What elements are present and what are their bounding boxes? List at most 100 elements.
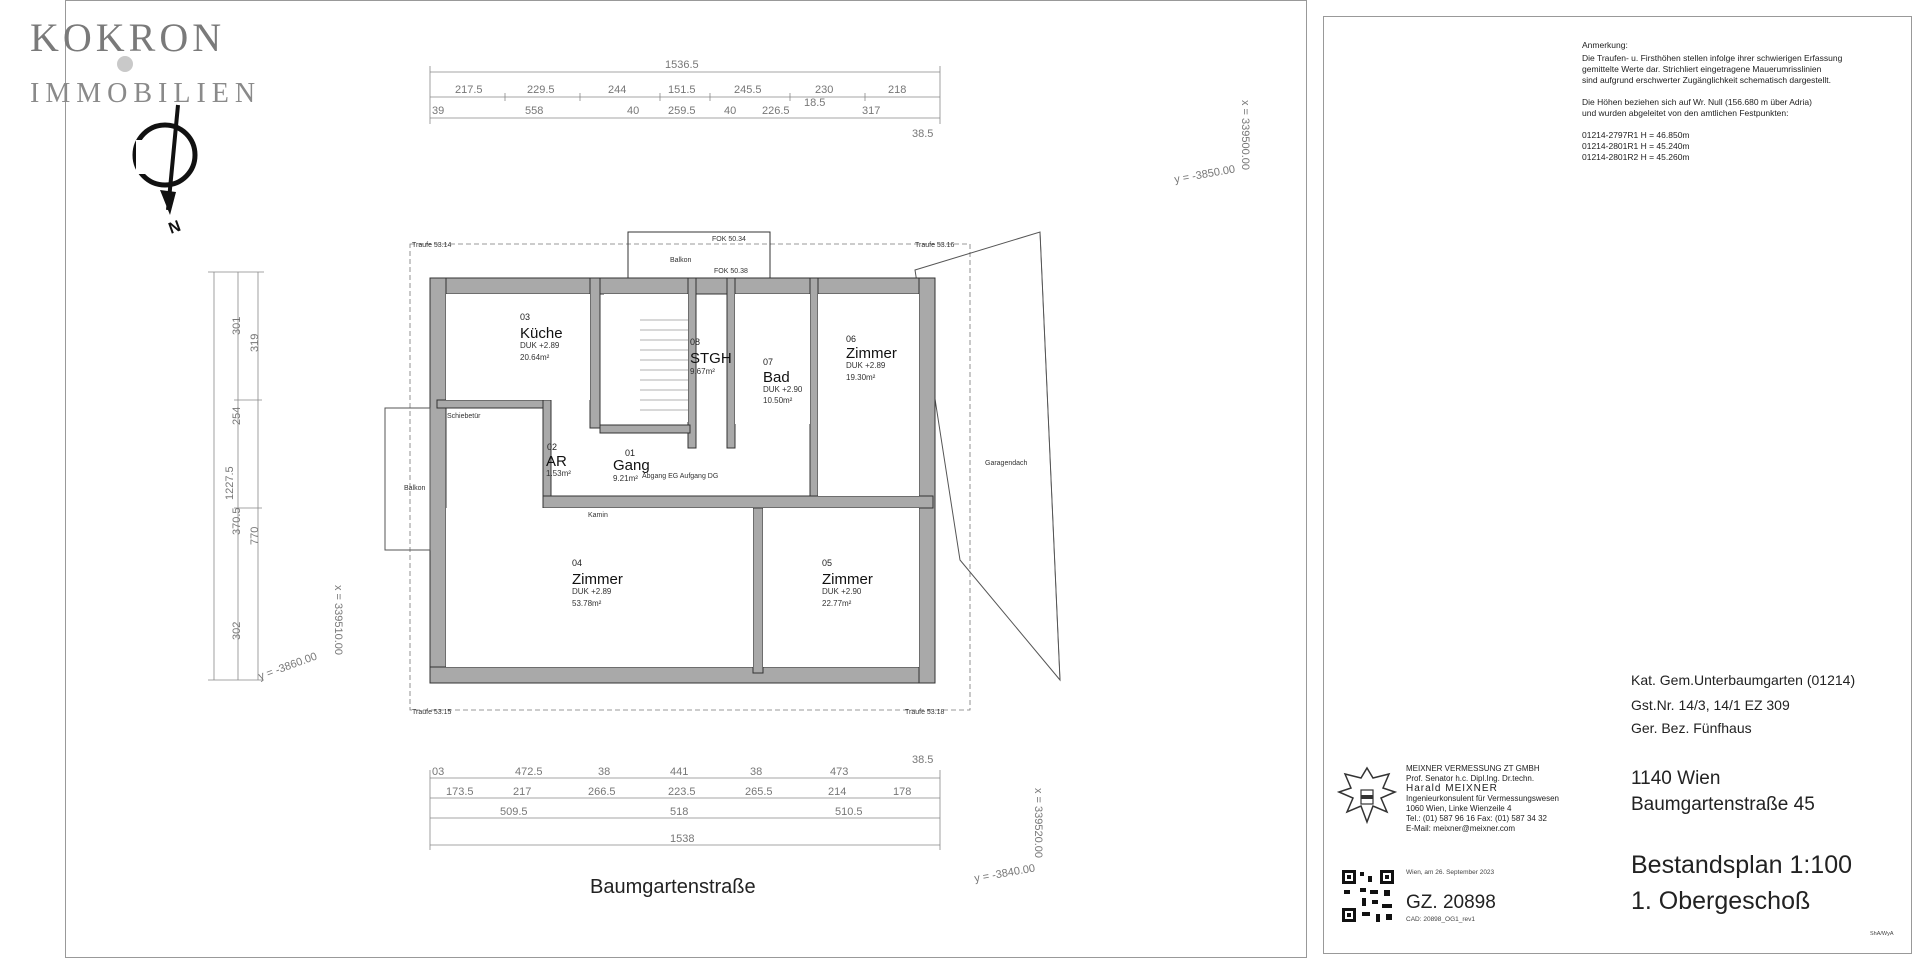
schiebetuer-label: Schiebetür	[447, 413, 481, 420]
logo-emblem	[117, 56, 133, 72]
staircase	[640, 319, 688, 411]
room-08-name: STGH	[690, 350, 732, 367]
room-01-area: 9.21m²	[613, 474, 638, 483]
coord-x-339500: x = 339500.00	[1239, 100, 1251, 170]
dim-top-1: 217.5	[455, 84, 483, 96]
dim-top-overall: 1536.5	[665, 59, 699, 71]
street-label: Baumgartenstraße	[590, 876, 756, 898]
plan-title-line-2: 1. Obergeschoß	[1631, 887, 1811, 915]
room-03-name: Küche	[520, 325, 563, 342]
dim-top-r2-4: 259.5	[668, 105, 696, 117]
dim-top-3: 244	[608, 84, 626, 96]
dim-left-1: 301	[231, 317, 243, 335]
dim-left-6: 302	[231, 622, 243, 640]
balkon-top-label: Balkon	[670, 257, 692, 264]
notes-paragraph-2: Die Höhen beziehen sich auf Wr. Null (15…	[1582, 97, 1812, 118]
qr-code-icon	[1340, 868, 1396, 924]
room-04-duk: DUK +2.89	[572, 587, 612, 596]
cadastre-line-2: Gst.Nr. 14/3, 14/1 EZ 309	[1631, 697, 1790, 713]
notes-paragraph-1: Die Traufen- u. Firsthöhen stellen infol…	[1582, 53, 1843, 85]
dim-top-5: 245.5	[734, 84, 762, 96]
gz-number: GZ. 20898	[1406, 892, 1496, 913]
dim-top-r2-2: 558	[525, 105, 543, 117]
kamin-label: Kamin	[588, 512, 608, 519]
room-04-no: 04	[572, 558, 582, 568]
plan-frame	[65, 0, 1307, 958]
dim-left-overall: 1227.5	[224, 466, 236, 500]
room-07-duk: DUK +2.90	[763, 385, 803, 394]
room-06-no: 06	[846, 334, 856, 344]
date-line: Wien, am 26. September 2023	[1406, 869, 1495, 876]
room-04-area: 53.78m²	[572, 599, 602, 608]
company-logo-title: KOKRON	[30, 15, 226, 60]
dim-bot-r2-4: 223.5	[668, 786, 696, 798]
dim-top-r2-6: 226.5	[762, 105, 790, 117]
bottom-dimensions	[429, 770, 941, 850]
company-logo-subtitle: IMMOBILIEN	[30, 78, 262, 109]
cadastre-line-3: Ger. Bez. Fünfhaus	[1631, 720, 1752, 736]
walls	[429, 277, 936, 684]
room-02-area: 1.53m²	[546, 469, 571, 478]
traufe-bl: Traufe 53.15	[412, 709, 452, 716]
dim-bot-r2-5: 265.5	[745, 786, 773, 798]
cad-file: CAD: 20898_OG1_rev1	[1406, 916, 1476, 923]
surveyor-company: MEIXNER VERMESSUNG ZT GMBH	[1406, 764, 1540, 773]
dim-bot-r3-1: 509.5	[500, 806, 528, 818]
title-block-inner-divider	[1323, 16, 1324, 954]
cadastre-line-1: Kat. Gem.Unterbaumgarten (01214)	[1631, 672, 1856, 688]
room-05-no: 05	[822, 558, 832, 568]
coord-y-3860: y = -3860.00	[257, 651, 319, 683]
surveyor-role: Ingenieurkonsulent für Vermessungswesen	[1406, 794, 1559, 803]
notes-point-2: 01214-2801R1 H = 45.240m	[1582, 141, 1690, 151]
dim-top-r2-1: 39	[432, 105, 444, 117]
traufe-br: Traufe 53.18	[905, 709, 945, 716]
fok-top-label-2: FOK 50.38	[714, 268, 748, 275]
dim-bot-r2-1: 173.5	[446, 786, 474, 798]
surveyor-address: 1060 Wien, Linke Wienzeile 4	[1406, 804, 1512, 813]
room-06-duk: DUK +2.89	[846, 361, 886, 370]
dim-top-6: 230	[815, 84, 833, 96]
room-03-area: 20.64m²	[520, 353, 550, 362]
dim-bot-r1-3: 38	[598, 766, 610, 778]
notes-heading: Anmerkung:	[1582, 40, 1628, 50]
room-01-no: 01	[625, 448, 635, 458]
top-balcony	[627, 231, 771, 279]
room-01-name: Gang	[613, 457, 650, 474]
room-07-area: 10.50m²	[763, 396, 793, 405]
room-06-area: 19.30m²	[846, 373, 876, 382]
room-03-duk: DUK +2.89	[520, 341, 560, 350]
dim-top-2: 229.5	[527, 84, 555, 96]
balkon-left-label: Balkon	[404, 485, 426, 492]
left-balcony	[384, 407, 431, 551]
aufgang-label: Abgang EG Aufgang DG	[642, 473, 718, 480]
coord-y-3850: y = -3850.00	[1173, 163, 1236, 185]
north-label: N	[166, 218, 183, 238]
room-02-no: 02	[547, 442, 557, 452]
dim-bot-r3-3: 510.5	[835, 806, 863, 818]
dim-top-r2-3: 40	[627, 105, 639, 117]
left-dimensions	[208, 271, 264, 681]
dim-top-r2-7: 18.5	[804, 97, 825, 109]
dim-bot-r1-6: 473	[830, 766, 848, 778]
dim-left-3: 254	[231, 407, 243, 425]
surveyor-phone: Tel.: (01) 587 96 16 Fax: (01) 587 34 32	[1406, 814, 1547, 823]
dim-top-r2-8: 317	[862, 105, 880, 117]
dim-top-extra: 38.5	[912, 128, 933, 140]
initials: ShA/WyA	[1870, 931, 1894, 937]
dim-bot-overall: 1538	[670, 833, 694, 845]
room-04-name: Zimmer	[572, 571, 623, 588]
dim-bot-r3-2: 518	[670, 806, 688, 818]
north-arrow-icon	[132, 104, 198, 215]
floor-plan-drawing: N 1536.5 217.5 229.5 244 151.5 245.5 230…	[132, 59, 1251, 885]
plan-title-line-1: Bestandsplan 1:100	[1631, 851, 1853, 879]
garage-roof	[914, 231, 1061, 682]
address-city: 1140 Wien	[1631, 768, 1721, 789]
dim-bot-r1-1: 03	[432, 766, 444, 778]
room-07-no: 07	[763, 357, 773, 367]
dim-top-7: 218	[888, 84, 906, 96]
fok-top-label: FOK 50.34	[712, 236, 746, 243]
notes-point-3: 01214-2801R2 H = 45.260m	[1582, 152, 1690, 162]
traufe-tl: Traufe 53.14	[412, 242, 452, 249]
room-05-duk: DUK +2.90	[822, 587, 862, 596]
dim-bot-r2-7: 178	[893, 786, 911, 798]
